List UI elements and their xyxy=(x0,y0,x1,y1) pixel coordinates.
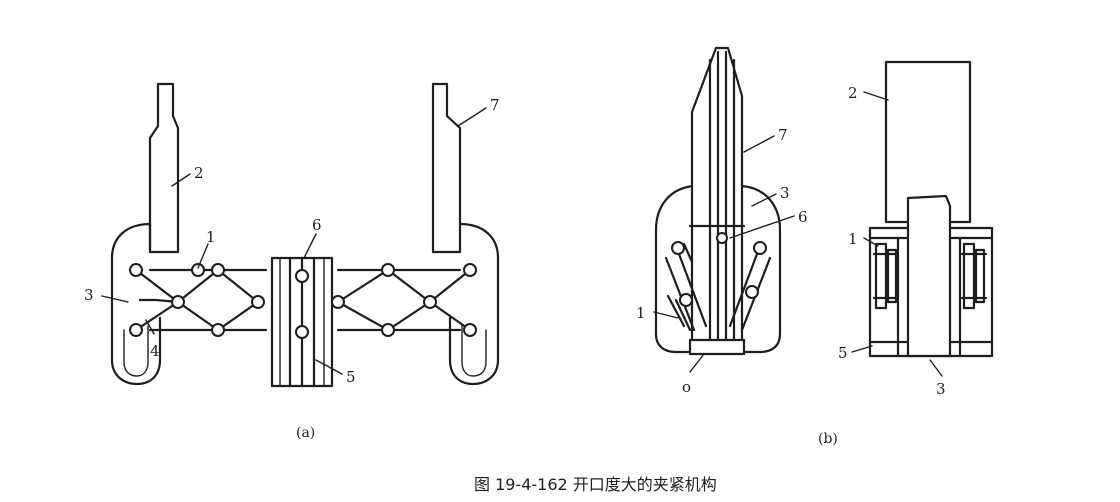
label-s-3: 3 xyxy=(936,380,946,398)
sublabel-a: (a) xyxy=(296,425,315,441)
right-bracket xyxy=(448,222,500,386)
side-jaw xyxy=(884,60,972,224)
label-b-1: 1 xyxy=(636,304,646,322)
label-b-3: 3 xyxy=(780,184,790,202)
sublabel-b: (b) xyxy=(818,431,838,447)
label-a-4: 4 xyxy=(150,342,160,360)
label-b-7: 7 xyxy=(778,126,788,144)
right-scissor-linkage xyxy=(336,268,472,332)
label-a-7: 7 xyxy=(490,96,500,114)
label-b-6: 6 xyxy=(798,208,808,226)
figure-caption: 图 19-4-162 开口度大的夹紧机构 xyxy=(474,475,717,494)
label-s-5: 5 xyxy=(838,344,848,362)
left-scissor-linkage xyxy=(134,268,268,332)
label-s-1: 1 xyxy=(848,230,858,248)
left-jaw xyxy=(148,82,180,254)
side-column xyxy=(906,194,952,358)
view-a-pins xyxy=(129,263,477,339)
view-a-leaders xyxy=(101,107,487,375)
side-view: 2 1 5 3 xyxy=(838,60,994,398)
label-a-5: 5 xyxy=(346,368,356,386)
label-a-6: 6 xyxy=(312,216,322,234)
center-column xyxy=(270,256,334,388)
right-jaw xyxy=(431,82,462,254)
label-s-2: 2 xyxy=(848,84,858,102)
label-a-1: 1 xyxy=(206,228,216,246)
label-b-o: o xyxy=(682,378,691,396)
label-a-2: 2 xyxy=(194,164,204,182)
view-b: 7 3 6 1 o (b) xyxy=(636,46,838,447)
view-a: 2 7 1 3 4 6 5 (a) xyxy=(84,82,500,441)
left-bracket xyxy=(110,222,162,386)
label-a-3: 3 xyxy=(84,286,94,304)
